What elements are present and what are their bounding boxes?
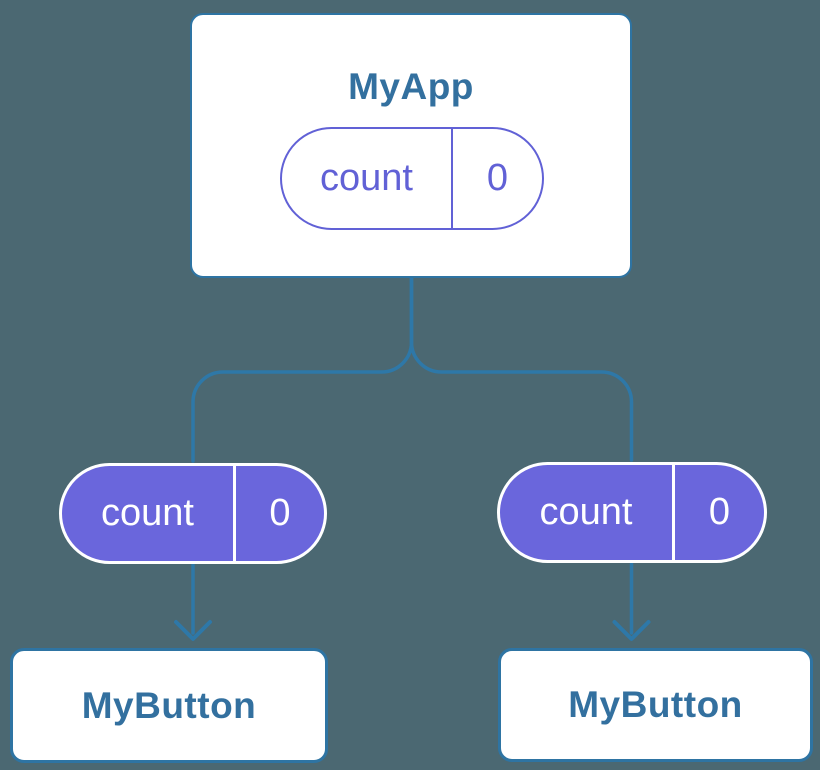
- arrow-down-icon: [612, 620, 651, 641]
- prop-value: 0: [233, 466, 324, 561]
- node-myapp: MyApp count 0: [190, 13, 632, 278]
- edge-root-to-left-pill: [191, 275, 414, 463]
- node-title: MyApp: [348, 66, 474, 107]
- edge-root-to-right-pill: [409, 275, 634, 462]
- node-title: MyButton: [81, 684, 257, 726]
- node-mybutton-right: MyButton: [498, 648, 813, 762]
- prop-name: count: [539, 491, 633, 533]
- node-mybutton-left: MyButton: [10, 648, 328, 763]
- prop-pill-left: count 0: [59, 463, 327, 564]
- arrow-down-icon: [174, 620, 212, 641]
- state-name: count: [320, 157, 413, 199]
- node-title: MyButton: [568, 684, 743, 725]
- prop-pill-right: count 0: [497, 462, 767, 563]
- prop-name: count: [101, 492, 194, 534]
- state-pill-myapp: count 0: [280, 127, 544, 230]
- state-value: 0: [451, 129, 542, 228]
- prop-value: 0: [672, 465, 764, 560]
